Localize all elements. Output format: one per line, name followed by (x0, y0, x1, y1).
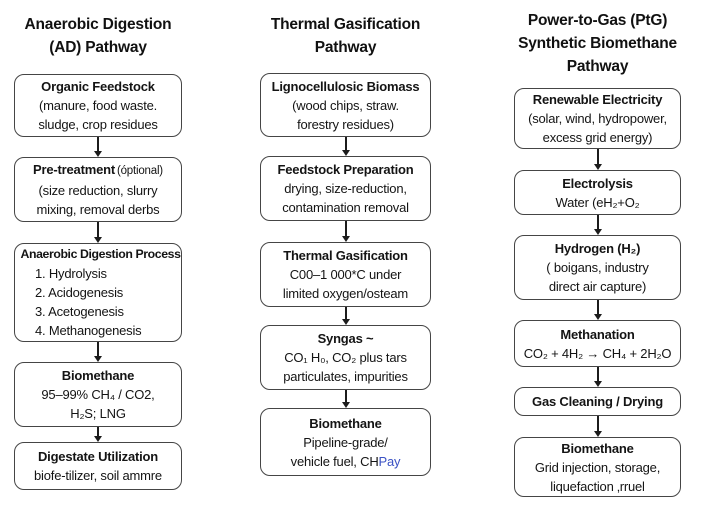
box-line: 95–99% CH₄ / CO2, (41, 387, 155, 402)
box-title: Hydrogen (H₂) (554, 241, 641, 256)
box-line-text: vehicle fuel, CH (290, 453, 379, 469)
box-line: excess grid energy) (542, 130, 653, 145)
box-line: Grid injection, storage, (534, 459, 661, 475)
flow-arrow (597, 215, 599, 229)
box-title: Biomethane (61, 368, 135, 383)
flow-arrow (345, 137, 347, 150)
box-line: (solar, wind, hydropower, (528, 111, 667, 126)
box-line: CO₁ H₀, CO₂ plus tars (284, 350, 407, 365)
flow-arrow (597, 416, 599, 431)
box-title: Lignocellulosic Biomass (271, 78, 420, 94)
box-line: liquefaction ‚rruel (550, 478, 645, 494)
box-organic-feedstock: Organic Feedstock (manure, food waste. s… (14, 74, 182, 137)
box-line: limited oxygen/osteam (282, 286, 409, 301)
box-title: Gas Cleaning / Drying (532, 394, 663, 409)
box-line: CO₂ + 4H₂ → CH₄ + 2H₂O (523, 345, 672, 361)
box-title: Anaerobic Digestion Process (20, 247, 181, 261)
box-title: Feedstock Preparation (277, 162, 414, 177)
pathway-title-ad: Anaerobic Digestion (AD) Pathway (0, 13, 196, 59)
box-title: Renewable Electricity (532, 92, 663, 107)
box-line: Pipeline-grade/ (303, 434, 388, 450)
box-lignocellulosic-biomass: Lignocellulosic Biomass (wood chips, str… (260, 73, 431, 137)
flow-arrow (97, 427, 99, 436)
box-title: Pre-treatment(óptional) (33, 162, 163, 177)
box-title: Digestate Utilization (37, 449, 159, 464)
box-line: vehicle fuel, CHPay (291, 452, 401, 471)
flow-arrow (597, 300, 599, 314)
box-title: Thermal Gasification (283, 248, 408, 263)
box-hydrogen: Hydrogen (H₂) ( boigans, industry direct… (514, 235, 681, 300)
box-biomethane-ad: Biomethane 95–99% CH₄ / CO2, H₂S; LNG (14, 362, 182, 427)
box-line: H₂S; LNG (70, 406, 126, 421)
process-step: 2. Acidogenesis (35, 285, 124, 300)
pathway-title-line: Synthetic Biomethane (518, 35, 677, 52)
flow-arrow (97, 222, 99, 237)
flow-arrow (345, 221, 347, 236)
process-step: 1. Hydrolysis (35, 266, 107, 281)
box-methanation: Methanation CO₂ + 4H₂ → CH₄ + 2H₂O (514, 320, 681, 367)
box-biomethane-gasification: Biomethane Pipeline-grade/ vehicle fuel,… (260, 408, 431, 476)
box-digestate-utilization: Digestate Utilization biofe-tilizer, soi… (14, 442, 182, 490)
box-line: (wood chips, straw. (292, 97, 399, 113)
box-title: Methanation (560, 326, 635, 342)
box-line: Water (eH₂+O₂ (555, 194, 640, 210)
flow-arrow (597, 367, 599, 381)
pathway-title-line: (AD) Pathway (49, 39, 147, 56)
pathway-title-line: Anaerobic Digestion (24, 16, 172, 33)
pathway-title-line: Thermal Gasification (270, 16, 421, 33)
box-feedstock-preparation: Feedstock Preparation drying, size-reduc… (260, 156, 431, 221)
box-title: Organic Feedstock (41, 79, 155, 94)
pay-link[interactable]: Pay (378, 453, 401, 469)
pathway-title-line: Pathway (314, 39, 377, 56)
box-line: mixing, removal derbs (36, 202, 160, 217)
pathway-title-gasification: Thermal Gasification Pathway (245, 13, 446, 59)
box-line: contamination removal (282, 200, 409, 215)
box-line: particulates, impurities (283, 369, 408, 384)
pathway-title-line: Power-to-Gas (PtG) (527, 12, 668, 29)
box-line: direct air capture) (548, 279, 647, 294)
box-line: (size reduction, slurry (38, 183, 158, 198)
box-line: drying, size-reduction, (284, 181, 407, 196)
box-line: ( boigans, industry (546, 260, 649, 275)
box-line: C00–1 000*C under (289, 267, 402, 282)
box-title: Electrolysis (562, 175, 633, 191)
box-title: Biomethane (309, 415, 382, 431)
box-syngas: Syngas ~ CO₁ H₀, CO₂ plus tars particula… (260, 325, 431, 390)
box-line: sludge, crop residues (38, 117, 158, 132)
flow-arrow (597, 149, 599, 164)
box-line: biofe-tilizer, soil ammre (34, 468, 162, 483)
flow-arrow (345, 307, 347, 319)
box-gas-cleaning-drying: Gas Cleaning / Drying (514, 387, 681, 416)
box-biomethane-ptg: Biomethane Grid injection, storage, liqu… (514, 437, 681, 497)
box-line: (manure, food waste. (38, 98, 158, 113)
box-line: forestry residues) (297, 116, 394, 132)
process-step: 3. Acetogenesis (35, 304, 124, 319)
flow-arrow (97, 137, 99, 151)
optional-label: (óptional) (116, 165, 163, 177)
flow-arrow (345, 390, 347, 402)
box-thermal-gasification: Thermal Gasification C00–1 000*C under l… (260, 242, 431, 307)
box-title: Biomethane (561, 440, 634, 456)
process-step: 4. Methanogenesis (35, 323, 142, 338)
flow-arrow (97, 342, 99, 356)
box-electrolysis: Electrolysis Water (eH₂+O₂ (514, 170, 681, 215)
pathway-title-line: Pathway (566, 58, 629, 75)
box-renewable-electricity: Renewable Electricity (solar, wind, hydr… (514, 88, 681, 149)
box-ad-process: Anaerobic Digestion Process 1. Hydrolysi… (14, 243, 182, 342)
box-title: Syngas ~ (317, 331, 374, 346)
pathway-title-ptg: Power-to-Gas (PtG) Synthetic Biomethane … (488, 9, 701, 78)
box-pretreatment: Pre-treatment(óptional) (size reduction,… (14, 157, 182, 222)
